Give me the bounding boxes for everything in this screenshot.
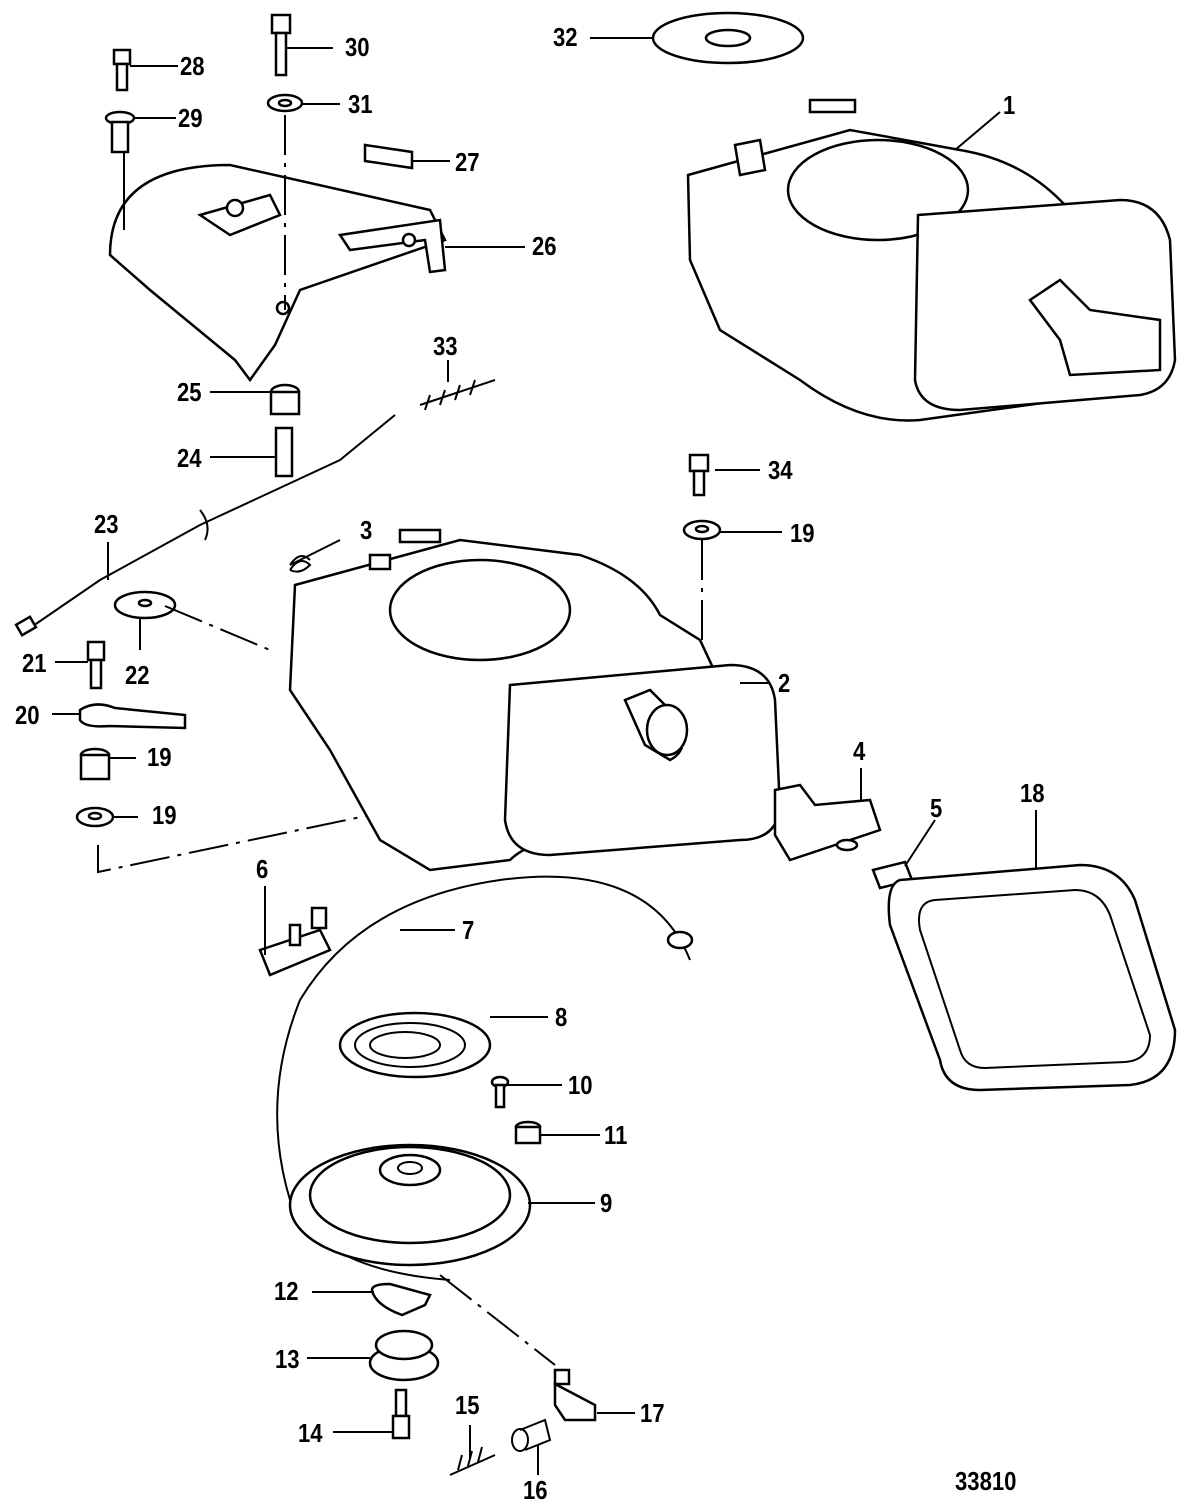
callout-24: 23 xyxy=(94,509,119,539)
callout-9: 9 xyxy=(600,1188,613,1218)
part-27-cover-plate xyxy=(108,163,447,383)
callout-17: 17 xyxy=(640,1398,665,1428)
part-20-bushing xyxy=(79,747,111,781)
callout-8: 8 xyxy=(555,1002,568,1032)
callout-6: 6 xyxy=(256,854,269,884)
part-18-gasket xyxy=(887,863,1177,1092)
callout-13: 13 xyxy=(275,1344,300,1374)
callout-11: 11 xyxy=(604,1120,628,1150)
part-4-handle xyxy=(773,783,882,862)
callout-16: 16 xyxy=(523,1475,548,1500)
part-11-bushing xyxy=(514,1120,542,1145)
callout-18: 18 xyxy=(1020,778,1045,808)
part-15-spring xyxy=(449,1446,496,1476)
callout-27: 26 xyxy=(532,231,557,261)
part-19-washer-left xyxy=(75,789,491,874)
callout-14: 14 xyxy=(298,1418,323,1448)
part-22-bolt xyxy=(86,640,106,690)
part-35-bolt xyxy=(688,453,710,497)
callout-15: 15 xyxy=(455,1390,480,1420)
callout-26: 25 xyxy=(177,377,202,407)
callout-30: 29 xyxy=(178,103,203,133)
part-12-pawl xyxy=(370,1282,432,1317)
part-25-sleeve xyxy=(274,426,294,478)
part-9-pulley xyxy=(288,1143,556,1366)
part-30-collar xyxy=(104,110,136,230)
part-23-bracket xyxy=(113,590,271,651)
part-32-washer xyxy=(266,93,304,310)
part-8-recoil-spring xyxy=(338,1011,492,1079)
part-3-spring xyxy=(289,555,312,573)
callout-22: 21 xyxy=(22,648,47,678)
callout-34: 33 xyxy=(433,331,458,361)
part-24-cable xyxy=(14,414,396,637)
part-28-label xyxy=(363,143,414,170)
part-33-decal xyxy=(651,11,805,65)
callout-7: 7 xyxy=(462,915,475,945)
callout-10: 10 xyxy=(568,1070,593,1100)
callout-3: 3 xyxy=(360,515,373,545)
callout-32: 31 xyxy=(348,89,373,119)
part-29-bolt xyxy=(112,48,132,92)
callout-33: 32 xyxy=(553,22,578,52)
callout-23: 22 xyxy=(125,660,150,690)
callout-29: 28 xyxy=(180,51,205,81)
part-14-bolt xyxy=(391,1388,411,1440)
part-6-pawl-guide xyxy=(258,906,332,977)
part-31-bolt xyxy=(270,13,292,77)
callout-1: 1 xyxy=(1003,90,1016,120)
figure-number: 33810 xyxy=(955,1466,1017,1496)
callout-5: 5 xyxy=(930,793,943,823)
part-13-retainer xyxy=(368,1329,440,1382)
leader-lines xyxy=(52,37,1037,1475)
part-34-spring xyxy=(419,379,496,411)
callout-21: 20 xyxy=(15,700,40,730)
callout-19-right: 19 xyxy=(790,518,815,548)
callout-2: 2 xyxy=(778,668,791,698)
part-10-screw xyxy=(490,1075,510,1109)
part-21-lever xyxy=(78,703,187,730)
part-1-starter-assembly xyxy=(686,98,1177,422)
part-2-starter-housing xyxy=(288,528,782,872)
callout-35: 34 xyxy=(768,455,793,485)
callout-20: 19 xyxy=(147,742,172,772)
callout-25: 24 xyxy=(177,443,202,473)
callout-31: 30 xyxy=(345,32,370,62)
part-17-pawl xyxy=(553,1368,597,1422)
part-26-bushing xyxy=(269,383,301,416)
callout-4: 4 xyxy=(853,736,866,766)
part-19-washer-right xyxy=(682,519,722,541)
callout-12: 12 xyxy=(274,1276,299,1306)
part-16-spring xyxy=(511,1418,552,1452)
callout-19-left: 19 xyxy=(152,800,177,830)
callout-28: 27 xyxy=(455,147,480,177)
